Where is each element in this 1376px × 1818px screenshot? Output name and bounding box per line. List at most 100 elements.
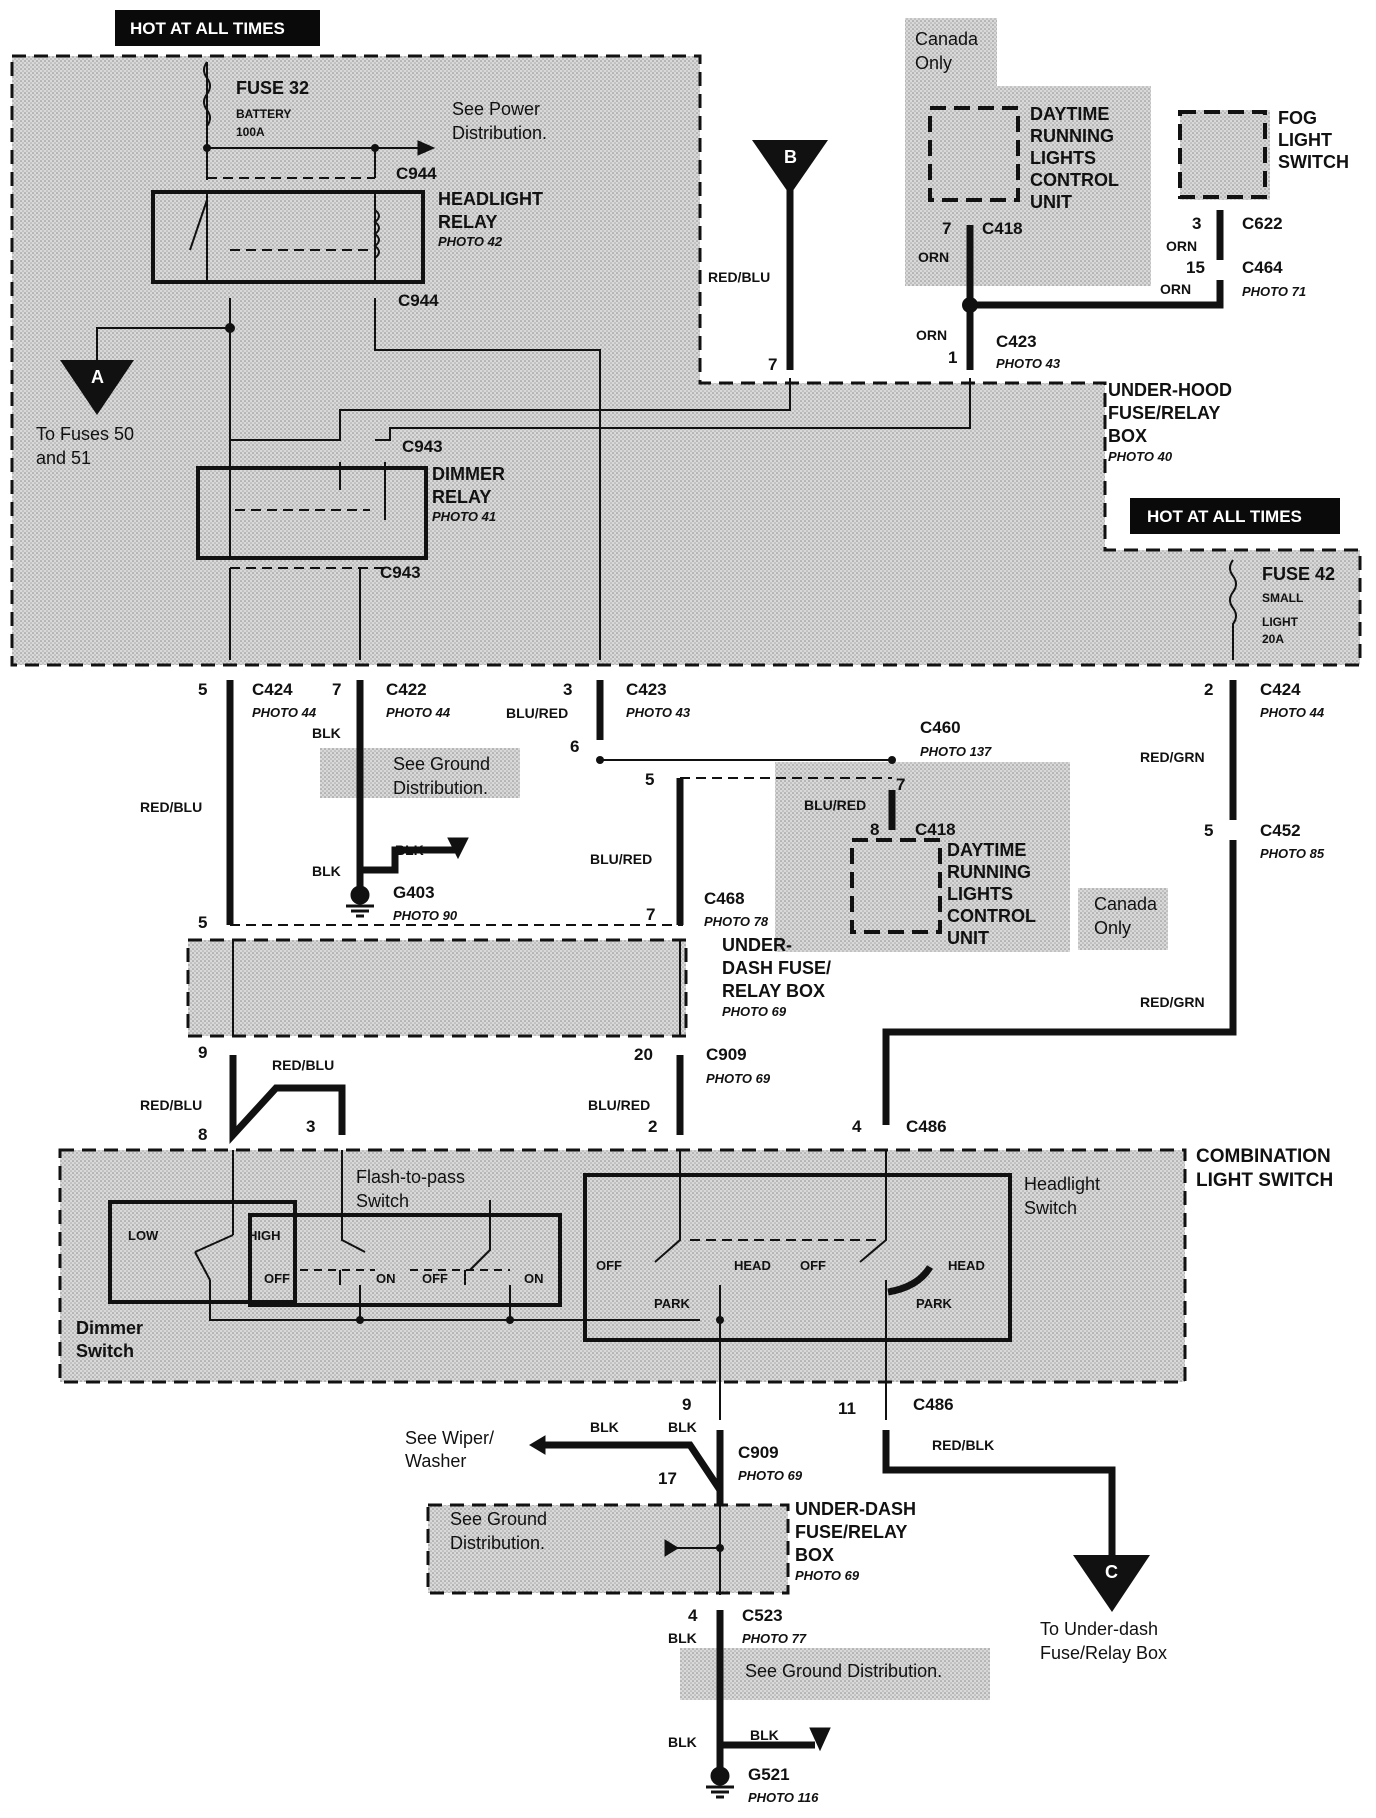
hl-off-1: OFF (596, 1258, 622, 1273)
flag-a-icon: A (60, 360, 134, 415)
c523: C523 (742, 1606, 783, 1625)
pin-5-c468: 5 (645, 770, 654, 789)
svg-text:B: B (784, 147, 797, 167)
g521-photo: PHOTO 116 (748, 1790, 819, 1805)
underdash1-2: DASH FUSE/ (722, 958, 831, 978)
underdash-fuse-relay-box-1 (186, 938, 688, 1038)
drl-top-4: CONTROL (1030, 170, 1119, 190)
drl-mid-4: CONTROL (947, 906, 1036, 926)
combo-switch-2: LIGHT SWITCH (1196, 1170, 1333, 1191)
pin-8-c418: 8 (870, 820, 879, 839)
wire-blu-red-3: BLU/RED (590, 851, 652, 867)
c424-right: C424 (1260, 680, 1301, 699)
drl-mid-5: UNIT (947, 928, 989, 948)
fog-switch-bg (1180, 110, 1270, 200)
wire-orn-2: ORN (918, 249, 949, 265)
c452-photo: PHOTO 85 (1260, 846, 1325, 861)
power-ref-1: See Power (452, 99, 540, 119)
drl-mid-2: RUNNING (947, 862, 1031, 882)
wire-blk-6: BLK (668, 1630, 697, 1646)
fuse32-sub1: BATTERY (236, 107, 291, 121)
wire-blk-2: BLK (395, 842, 424, 858)
flag-b-icon: B (752, 140, 828, 195)
c622: C622 (1242, 214, 1283, 233)
flash-on-2: ON (524, 1271, 544, 1286)
wire-red-blk: RED/BLK (932, 1437, 994, 1453)
underhood-1: UNDER-HOOD (1108, 380, 1232, 400)
dimmer-relay-1: DIMMER (432, 464, 505, 484)
c468-photo: PHOTO 78 (704, 914, 769, 929)
drl-top-5: UNIT (1030, 192, 1072, 212)
hot-banner-top (115, 10, 320, 46)
pin-4-combo: 4 (852, 1117, 862, 1136)
canada-only-top-bg (905, 18, 997, 86)
flash-on-1: ON (376, 1271, 396, 1286)
fog-2: LIGHT (1278, 130, 1332, 150)
pin-15-c464: 15 (1186, 258, 1205, 277)
hl-park-2: PARK (916, 1296, 952, 1311)
underdash-fuse-relay-box-2 (426, 1503, 790, 1595)
g521: G521 (748, 1765, 790, 1784)
headlight-relay-photo: PHOTO 42 (438, 234, 503, 249)
pin-17: 17 (658, 1469, 677, 1488)
ground-g521-icon (706, 1766, 734, 1799)
underdash1-1: UNDER- (722, 935, 792, 955)
pin-7-c418: 7 (942, 219, 951, 238)
fuse32-sub2: 100A (236, 125, 265, 139)
headlight-relay-1: HEADLIGHT (438, 189, 543, 209)
pin-9-lower: 9 (682, 1395, 691, 1414)
headlight-switch-box (583, 1173, 1012, 1342)
c486-top: C486 (906, 1117, 947, 1136)
flash-switch-2: Switch (356, 1191, 409, 1211)
pin-7-c418b: 7 (896, 775, 905, 794)
c418-mid: C418 (915, 820, 956, 839)
pin-5-c452: 5 (1204, 821, 1213, 840)
wire-red-blu-top: RED/BLU (708, 269, 770, 285)
c452: C452 (1260, 821, 1301, 840)
wire-orn-3: ORN (1166, 238, 1197, 254)
c464-photo: PHOTO 71 (1242, 284, 1306, 299)
underdash2-1: UNDER-DASH (795, 1499, 916, 1519)
c460: C460 (920, 718, 961, 737)
to-underdash-1: To Under-dash (1040, 1619, 1158, 1639)
wire-red-blu-2: RED/BLU (140, 799, 202, 815)
ground-ref-2b: Distribution. (450, 1533, 545, 1553)
dimmer-relay-box (196, 466, 428, 560)
labels: FUSE 32 BATTERY 100A See Power Distribut… (36, 29, 1349, 1805)
flash-switch-1: Flash-to-pass (356, 1167, 465, 1187)
ground-g403-icon (346, 885, 374, 918)
fog-3: SWITCH (1278, 152, 1349, 172)
dimmer-relay-photo: PHOTO 41 (432, 509, 496, 524)
pin-2-c424: 2 (1204, 680, 1213, 699)
underdash2-3: BOX (795, 1545, 834, 1565)
c486-bottom: C486 (913, 1395, 954, 1414)
fuse32-name: FUSE 32 (236, 78, 309, 98)
c943-top: C943 (402, 437, 443, 456)
ground-ref-1a: See Ground (393, 754, 490, 774)
drl-top-2: RUNNING (1030, 126, 1114, 146)
pin-11: 11 (838, 1399, 856, 1418)
underhood-2: FUSE/RELAY (1108, 403, 1220, 423)
fuse42-sub2: LIGHT (1262, 615, 1299, 629)
hot-banner-top-text: HOT AT ALL TIMES (130, 19, 285, 38)
headlight-switch-1: Headlight (1024, 1174, 1100, 1194)
hl-head-1: HEAD (734, 1258, 771, 1273)
wire-orn-4: ORN (1160, 281, 1191, 297)
underdash2-2: FUSE/RELAY (795, 1522, 907, 1542)
pin-7-c422: 7 (332, 680, 341, 699)
dimmer-relay-2: RELAY (432, 487, 491, 507)
pin-1-c423: 1 (948, 348, 957, 367)
c464: C464 (1242, 258, 1283, 277)
canada-top-2: Only (915, 53, 952, 73)
flash-off-2: OFF (422, 1271, 448, 1286)
drl-mid-1: DAYTIME (947, 840, 1026, 860)
svg-text:C: C (1105, 1562, 1118, 1582)
pin-4-c523: 4 (688, 1606, 698, 1625)
wire-blk-4: BLK (590, 1419, 619, 1435)
headlight-switch-2: Switch (1024, 1198, 1077, 1218)
dimmer-high: HIGH (248, 1228, 281, 1243)
underdash1-3: RELAY BOX (722, 981, 825, 1001)
g403: G403 (393, 883, 435, 902)
canada-mid-1: Canada (1094, 894, 1158, 914)
underhood-fuse-relay-box-region (10, 54, 1362, 667)
